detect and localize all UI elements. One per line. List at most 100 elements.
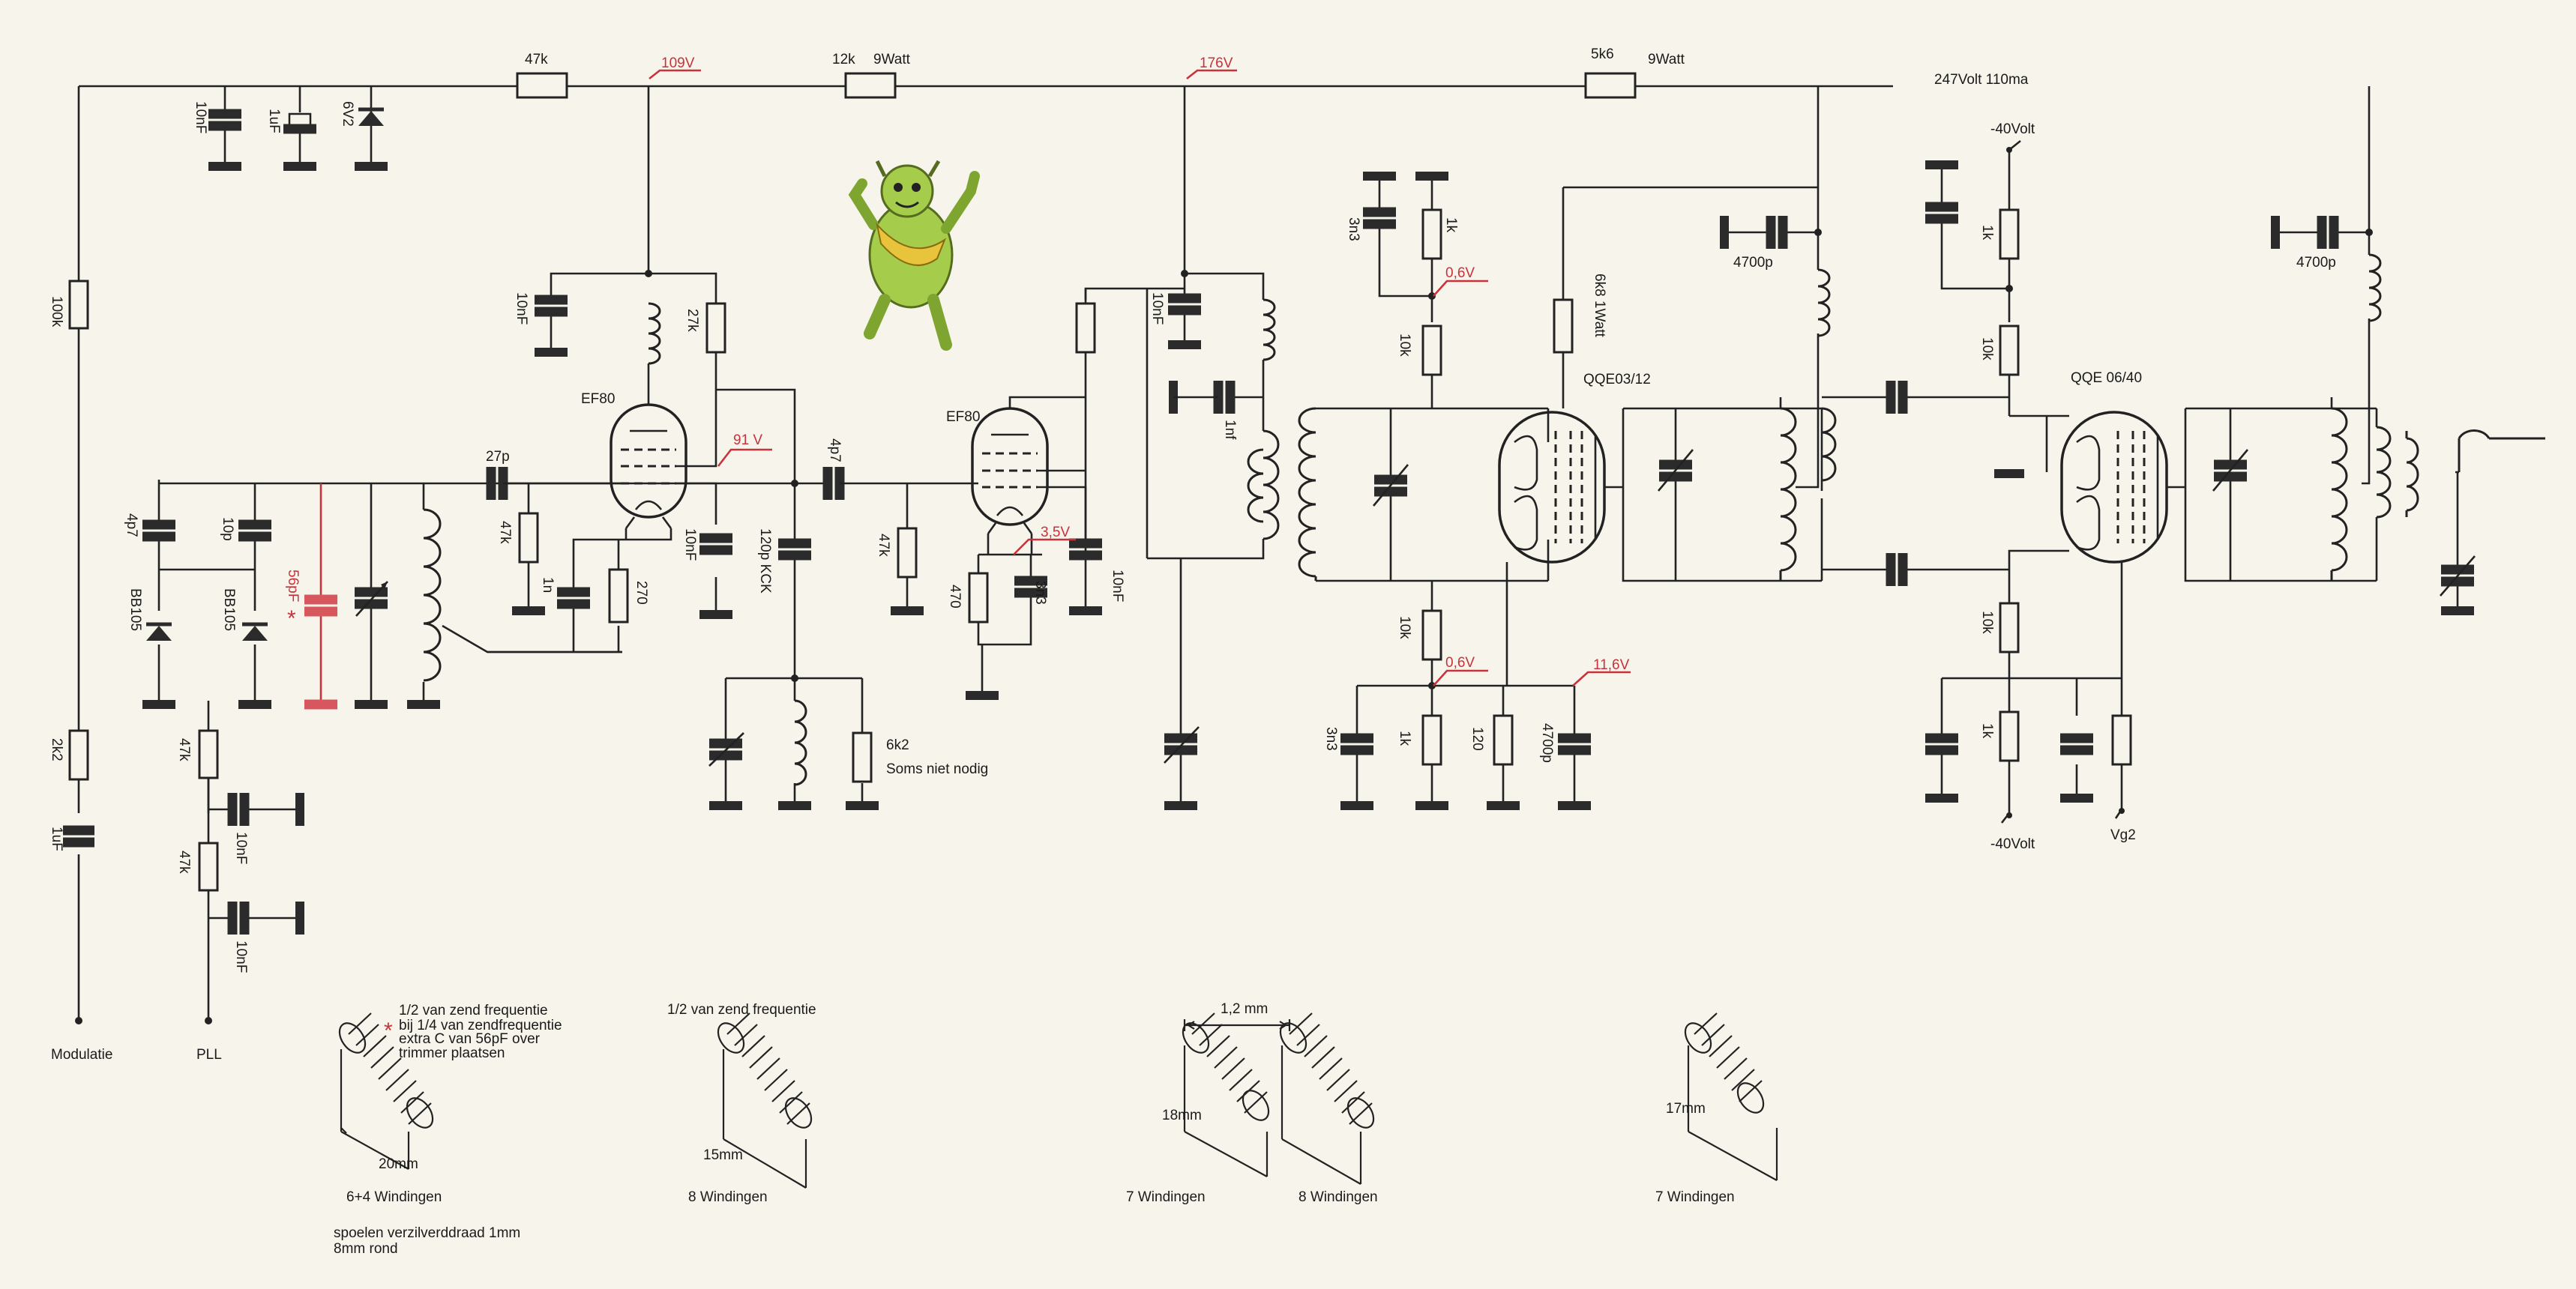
- label-4700p-s3: 4700p: [1539, 723, 1555, 763]
- label-0-6v-top: 0,6V: [1445, 265, 1475, 281]
- modulation-terminal: [75, 1017, 82, 1024]
- label-1k-s3-top: 1k: [1443, 217, 1459, 233]
- coil2-length: 15mm: [703, 1147, 743, 1163]
- label-supply: 247Volt 110ma: [1934, 72, 2029, 88]
- label-modulatie: Modulatie: [51, 1047, 112, 1063]
- tube-ef80-1: [610, 403, 687, 519]
- label-4p7-varicap: 4p7: [124, 513, 139, 537]
- label-3n3-s3-bot: 3n3: [1323, 727, 1339, 751]
- resistor-6k2: [852, 731, 873, 783]
- inductor-s1-tank: [794, 699, 807, 786]
- coil5-windings: 7 Windingen: [1655, 1189, 1735, 1205]
- resistor-1k-s3-bot: [1421, 714, 1442, 766]
- zener-6v2: [358, 111, 384, 126]
- label-2k2: 2k2: [49, 738, 64, 761]
- label-10nf-s1-screen: 10nF: [682, 528, 698, 561]
- label-6k8-1watt: 6k8 1Watt: [1592, 274, 1607, 338]
- label-1k-s3-bot: 1k: [1397, 731, 1412, 746]
- coil1-length: 20mm: [379, 1156, 418, 1172]
- label-0-6v-bot: 0,6V: [1445, 655, 1475, 671]
- label-176v: 176V: [1200, 55, 1233, 71]
- coil1-wire-1: spoelen verzilverddraad 1mm: [334, 1225, 520, 1241]
- label-3n3-s3-top: 3n3: [1346, 217, 1361, 241]
- label-47k-pll-1: 47k: [176, 738, 192, 761]
- coil3-spacing: 1,2 mm: [1221, 1001, 1268, 1017]
- label-3-5v: 3,5V: [1041, 525, 1070, 540]
- label-3n3-s2: 3n3: [1032, 581, 1048, 605]
- resistor-12k-supply: [844, 72, 897, 99]
- resistor-1k-s4-top: [1999, 208, 2020, 260]
- label-1uf-rail: 1uF: [266, 109, 282, 133]
- label-109v: 109V: [661, 55, 695, 71]
- coil1-title-3: extra C van 56pF over: [399, 1031, 541, 1047]
- coil5-length: 17mm: [1666, 1101, 1706, 1117]
- choke-s1: [648, 302, 661, 365]
- label-47k-supply: 47k: [525, 52, 548, 67]
- label-soms-niet-nodig: Soms niet nodig: [886, 761, 988, 777]
- resistor-1k-s4-bot: [1999, 710, 2020, 762]
- label-1uf-mod: 1uF: [49, 827, 64, 851]
- label-pll: PLL: [196, 1047, 222, 1063]
- label-47k-s2: 47k: [876, 534, 891, 557]
- label-10k-s3-top: 10k: [1397, 333, 1412, 357]
- inductor-s4-tank: [2330, 407, 2348, 581]
- coil4-windings: 8 Windingen: [1298, 1189, 1378, 1205]
- resistor-470: [968, 572, 989, 624]
- resistor-vg2: [2111, 714, 2132, 766]
- label-11-6v: 11,6V: [1593, 657, 1630, 673]
- label-9watt-1: 9Watt: [873, 52, 911, 67]
- label-6k2: 6k2: [886, 737, 909, 753]
- resistor-10k-s4-bot: [1999, 602, 2020, 653]
- label-bb105-2: BB105: [221, 588, 237, 631]
- coil1-asterisk: *: [384, 1018, 393, 1043]
- label-1k-s4-bot: 1k: [1979, 723, 1995, 739]
- coil3-windings: 7 Windingen: [1126, 1189, 1206, 1205]
- label-10nf-pll-1: 10nF: [233, 832, 249, 864]
- resistor-47k-s1-grid: [518, 512, 539, 564]
- coil-drawings: 1/2 van zend frequentie * bij 1/4 van ze…: [334, 1001, 1778, 1257]
- stage2-ef80: 4p7 47k EF80 10nF 470 3n3 3,5V: [822, 86, 1280, 810]
- resistor-10k-s3-top: [1421, 324, 1442, 376]
- resistor-1k-s3-top: [1421, 208, 1442, 260]
- resistor-270-s1: [608, 568, 629, 624]
- label-1nf-s2: 1nf: [1222, 420, 1238, 440]
- label-5k6: 5k6: [1591, 46, 1614, 62]
- coil2-title: 1/2 van zend frequentie: [667, 1002, 816, 1018]
- label-4700p-s3-out: 4700p: [1733, 255, 1773, 271]
- label-10nf-s2-plate: 10nF: [1149, 292, 1165, 324]
- resistor-10k-s3-bot: [1421, 609, 1442, 661]
- coil-drawing-4: 8 Windingen: [1279, 1012, 1378, 1205]
- label-56pf: 56pF: [285, 570, 301, 602]
- label-120: 120: [1469, 727, 1485, 751]
- resistor-120: [1493, 714, 1514, 766]
- resistor-47k-pll-2: [198, 842, 219, 892]
- pll-terminal: [205, 1017, 212, 1024]
- label-10k-s3-bot: 10k: [1397, 616, 1412, 639]
- label-10nf-pll-2: 10nF: [233, 941, 249, 973]
- coil-drawing-3: 1,2 mm 18mm 7 Windingen: [1126, 1001, 1291, 1205]
- resistor-100k: [68, 280, 89, 330]
- choke-s2: [1263, 298, 1276, 361]
- resistor-47k-supply: [516, 72, 568, 99]
- coil1-windings: 6+4 Windingen: [346, 1189, 442, 1205]
- resistor-s2-screen: [1075, 302, 1096, 354]
- label-47k-pll-2: 47k: [176, 851, 192, 874]
- label-ef80-1: EF80: [581, 391, 615, 407]
- label-10nf-s2-screen: 10nF: [1110, 570, 1125, 602]
- inductor-s2-tank: [1263, 429, 1280, 540]
- resistor-2k2: [68, 729, 89, 781]
- label-270: 270: [634, 581, 649, 605]
- resistor-10k-s4-top: [1999, 324, 2020, 376]
- label-1k-s4-top: 1k: [1979, 225, 1995, 241]
- label-qqe0640: QQE 06/40: [2071, 370, 2142, 386]
- label-1n-s1: 1n: [540, 577, 556, 593]
- label-bb105-1: BB105: [127, 588, 143, 631]
- choke-s3: [1817, 268, 1831, 337]
- label-10k-s4-bot: 10k: [1979, 611, 1995, 634]
- coil1-title-1: 1/2 van zend frequentie: [399, 1003, 548, 1018]
- label-qqe0312: QQE03/12: [1583, 372, 1651, 387]
- label-12k: 12k: [832, 52, 855, 67]
- label-10k-s4-top: 10k: [1979, 337, 1995, 360]
- input-section: 100k 2k2 1uF Modulatie 10nF 1uF 6V2 4p7 …: [49, 86, 795, 1063]
